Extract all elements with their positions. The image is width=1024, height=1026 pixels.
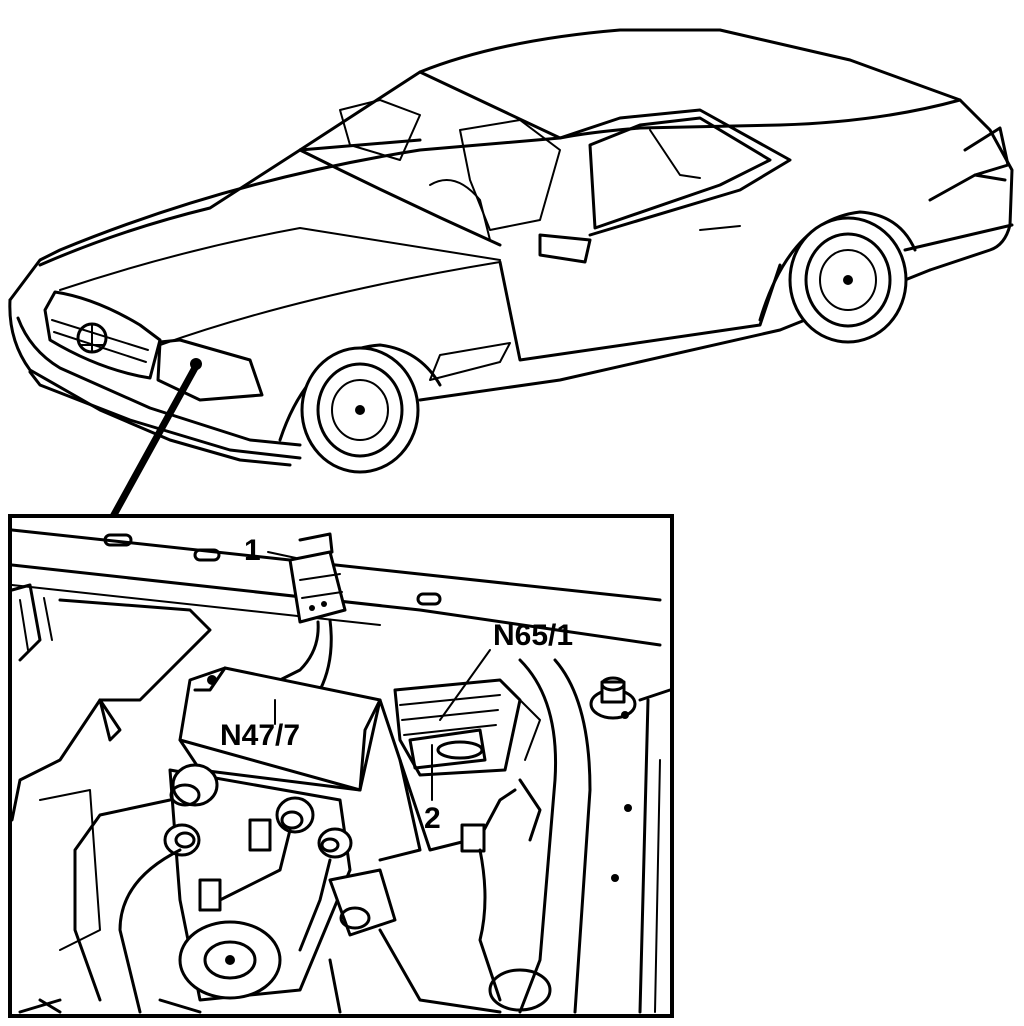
hydraulic-unit <box>18 763 397 1014</box>
callout-n47-7: N47/7 <box>220 719 300 752</box>
rear-wheel <box>788 216 908 344</box>
car-illustration <box>8 28 1014 467</box>
callout-n65-1: N65/1 <box>493 619 573 652</box>
callout-item-1: 1 <box>244 534 261 567</box>
module-n47-7 <box>178 666 422 862</box>
leader-item-1 <box>267 551 297 559</box>
callout-item-2: 2 <box>424 802 441 835</box>
leader-n65-1 <box>439 649 491 721</box>
detail-inset <box>8 514 674 1018</box>
module-n65-1 <box>393 678 541 777</box>
front-wheel <box>300 346 420 474</box>
detail-leader-line <box>106 362 200 526</box>
connector-item-1 <box>258 532 347 692</box>
